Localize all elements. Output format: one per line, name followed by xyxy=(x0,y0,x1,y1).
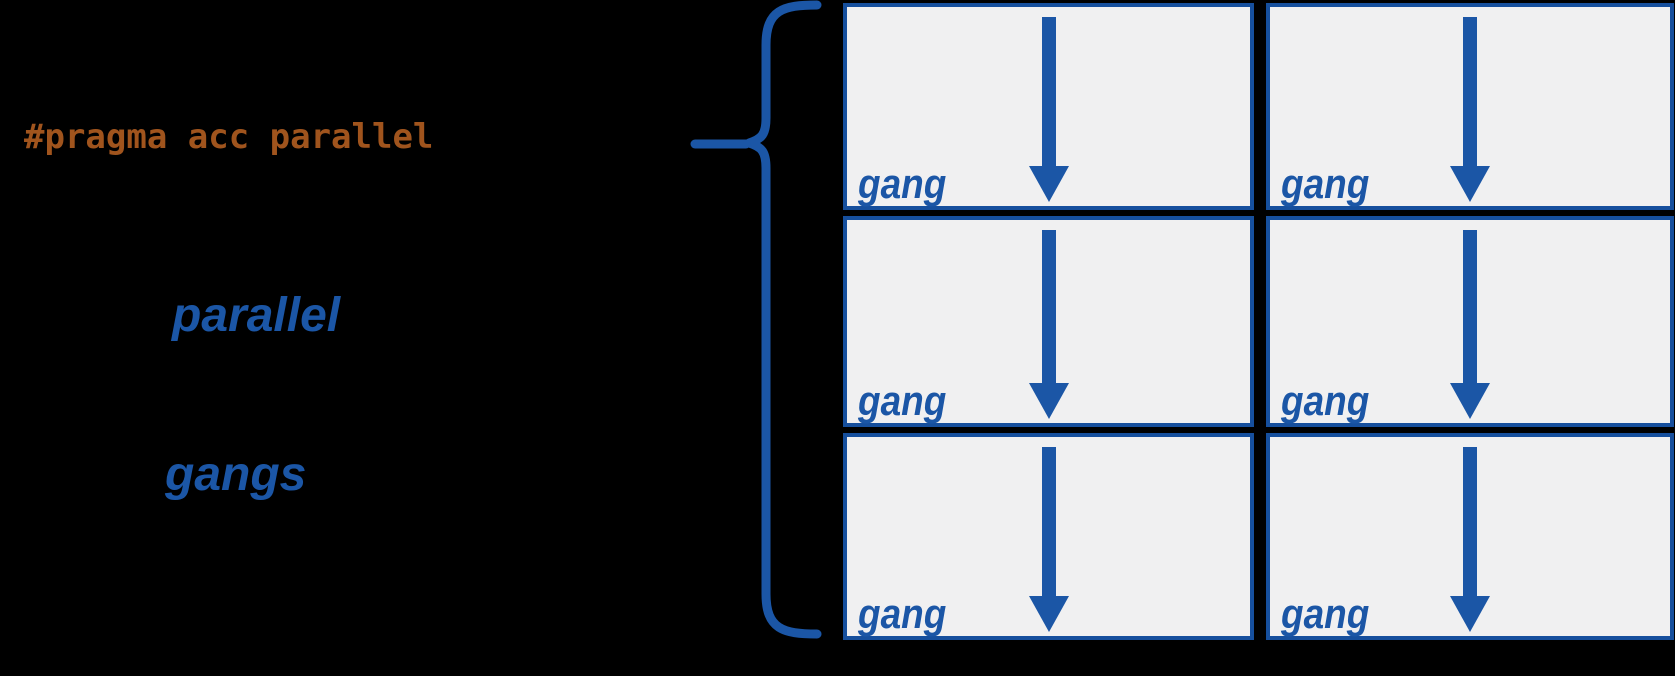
down-arrow-icon xyxy=(1450,447,1490,632)
down-arrow-icon xyxy=(1450,230,1490,419)
gang-label: gang xyxy=(1281,377,1370,424)
down-arrow-icon xyxy=(1028,230,1069,419)
gang-label: gang xyxy=(858,377,947,424)
gang-label: gang xyxy=(1281,160,1370,207)
brace-path xyxy=(744,0,822,639)
gang-box: gang xyxy=(1266,433,1674,640)
gang-label: gang xyxy=(858,590,947,637)
keyword-parallel-label: parallel xyxy=(172,289,341,342)
gang-label: gang xyxy=(858,160,947,207)
keyword-gangs-label: gangs xyxy=(165,448,307,501)
down-arrow-icon xyxy=(1028,17,1069,202)
pragma-directive-label: #pragma acc parallel xyxy=(24,117,434,157)
gang-box: gang xyxy=(1266,3,1674,210)
gang-box: gang xyxy=(843,3,1254,210)
gang-box: gang xyxy=(843,216,1254,427)
gang-box: gang xyxy=(1266,216,1674,427)
down-arrow-icon xyxy=(1028,447,1069,632)
gang-label: gang xyxy=(1281,590,1370,637)
down-arrow-icon xyxy=(1450,17,1490,202)
curly-brace xyxy=(690,0,822,639)
gang-box: gang xyxy=(843,433,1254,640)
